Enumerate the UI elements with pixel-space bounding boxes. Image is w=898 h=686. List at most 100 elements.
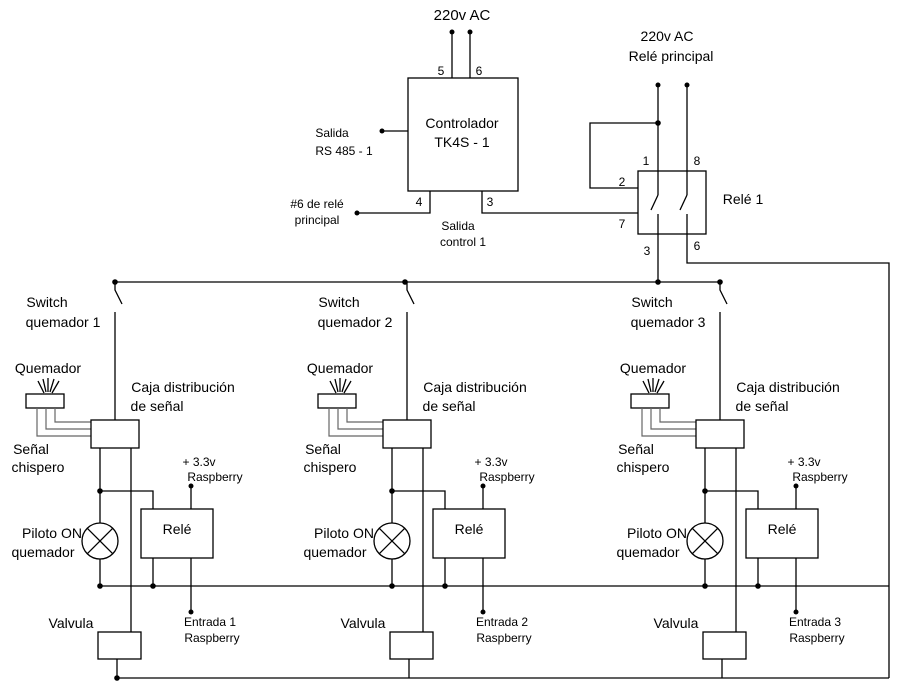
bus-junction-dot [655, 279, 661, 285]
controller-supply-label: 220v AC [434, 7, 491, 24]
junction-dot [755, 583, 761, 589]
supply-label: Raspberry [479, 470, 534, 484]
control-output-label: control 1 [440, 235, 486, 249]
burner-relay-box [745, 508, 819, 559]
relay-pin-label: 3 [644, 244, 651, 258]
controller-name: Controlador [425, 115, 498, 131]
spark-label: Señal [13, 441, 49, 457]
supply-label: + 3.3v [787, 455, 820, 469]
rs485-terminal-dot [379, 128, 385, 134]
burner-unit-2: Switch quemador 2 Quemador Señal chisper… [303, 282, 535, 678]
flame-icon [329, 378, 352, 394]
burner-relay-box [432, 508, 506, 559]
input-terminal-dot [793, 609, 799, 615]
burner-box [25, 393, 65, 409]
burner-label: Quemador [307, 360, 373, 376]
burner-switch-blade [406, 282, 415, 305]
main-relay-supply-label: 220v AC [641, 28, 694, 44]
input-terminal-dot [188, 609, 194, 615]
distribution-label: Caja distribución [131, 379, 235, 395]
input-terminal-dot [480, 609, 486, 615]
relay6-label: #6 de relé [290, 197, 344, 211]
main-relay-box [637, 170, 707, 235]
distribution-label: Caja distribución [736, 379, 840, 395]
distribution-label: de señal [131, 398, 184, 414]
pilot-lamp-cross [378, 527, 406, 555]
switch-label: quemador 2 [318, 314, 393, 330]
junction-dot [702, 583, 708, 589]
spark-label: chispero [304, 459, 357, 475]
relay-pin-label: 1 [643, 154, 650, 168]
valve-label: Valvula [49, 615, 94, 631]
burner-switch-blade [114, 282, 123, 305]
burner-relay-label: Relé [768, 521, 797, 537]
switch-label: quemador 3 [631, 314, 706, 330]
input-label: Entrada 1 [184, 615, 236, 629]
spark-label: chispero [12, 459, 65, 475]
burner-switch-blade [719, 282, 728, 305]
supply-terminal-dot [188, 483, 194, 489]
spark-label: chispero [617, 459, 670, 475]
spark-wire [36, 408, 91, 437]
valve-box [702, 631, 747, 660]
junction-dot [389, 583, 395, 589]
relay6-label: principal [295, 213, 340, 227]
flame-icon [37, 378, 60, 394]
junction-dot [150, 583, 156, 589]
spark-label: Señal [305, 441, 341, 457]
controller-model: TK4S - 1 [434, 134, 489, 150]
supply-label: Raspberry [792, 470, 847, 484]
relay-pin-label: 8 [694, 154, 701, 168]
distribution-label: de señal [423, 398, 476, 414]
spark-wire [328, 408, 383, 437]
main-relay-section: 220v AC Relé principal Relé 1 1 8 2 7 3 … [589, 28, 890, 678]
spark-wire [45, 408, 91, 430]
supply-terminal-dot [467, 29, 473, 35]
pilot-label: Piloto ON [627, 525, 687, 541]
pilot-label: quemador [303, 544, 366, 560]
switch-label: Switch [318, 294, 359, 310]
valve-box [97, 631, 142, 660]
relay-supply-dot [655, 82, 661, 88]
burner-unit-3: Switch quemador 3 Quemador Señal chisper… [616, 282, 848, 678]
relay-pin-label: 2 [619, 175, 626, 189]
relay6-wire [357, 191, 431, 214]
signal-distribution-box [695, 419, 745, 449]
relay-coil-wire [392, 490, 446, 509]
relay-pin-label: 6 [694, 239, 701, 253]
burner-unit-1: Switch quemador 1 Quemador Señal chisper… [11, 282, 243, 678]
spark-wire [346, 408, 383, 423]
pilot-label: quemador [616, 544, 679, 560]
valve-label: Valvula [654, 615, 699, 631]
supply-label: + 3.3v [182, 455, 215, 469]
supply-label: Raspberry [187, 470, 242, 484]
relay-coil-wire [100, 490, 154, 509]
input-label: Raspberry [476, 631, 531, 645]
control-output-label: Salida [441, 219, 475, 233]
rs485-label: RS 485 - 1 [315, 144, 373, 158]
controller-box [407, 77, 519, 192]
main-relay-label: Relé 1 [723, 191, 764, 207]
relay-contact-blade [650, 194, 659, 211]
input-label: Raspberry [184, 631, 239, 645]
input-label: Entrada 3 [789, 615, 841, 629]
burner-box [630, 393, 670, 409]
controller-pin-label: 6 [476, 64, 483, 78]
input-label: Entrada 2 [476, 615, 528, 629]
controller-pin-label: 3 [487, 195, 494, 209]
relay-supply-dot [684, 82, 690, 88]
controller-section: 220v AC Controlador TK4S - 1 5 6 4 3 Sal… [290, 7, 638, 249]
burner-relay-label: Relé [455, 521, 484, 537]
burner-relay-label: Relé [163, 521, 192, 537]
switch-label: Switch [631, 294, 672, 310]
supply-terminal-dot [793, 483, 799, 489]
pilot-lamp-cross [86, 527, 114, 555]
rs485-label: Salida [315, 126, 349, 140]
switch-label: quemador 1 [26, 314, 101, 330]
spark-wire [641, 408, 696, 437]
main-relay-supply-label: Relé principal [629, 48, 714, 64]
control-output-wire [481, 191, 638, 214]
relay-coil-wire [705, 490, 759, 509]
burner-label: Quemador [620, 360, 686, 376]
controller-pin-label: 5 [438, 64, 445, 78]
